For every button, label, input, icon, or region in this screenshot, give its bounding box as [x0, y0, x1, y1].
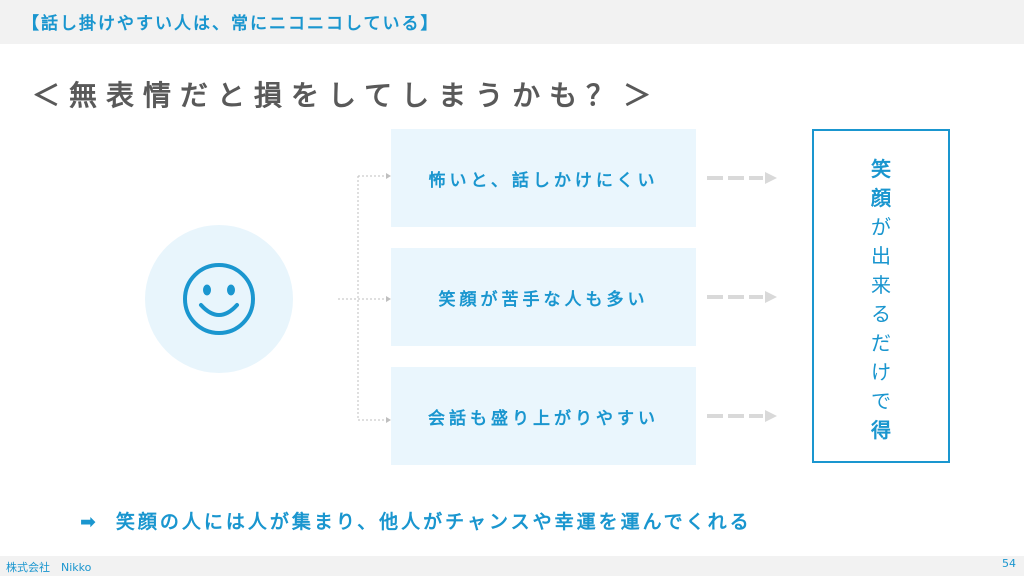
company-name: 株式会社 Nikko — [6, 561, 92, 574]
page-number: 54 — [1002, 557, 1016, 570]
dashed-arrow-icon — [707, 291, 777, 303]
reason-box-3: 会話も盛り上がりやすい — [391, 367, 696, 465]
reason-box-1: 怖いと、話しかけにくい — [391, 129, 696, 227]
smiley-face-icon — [183, 263, 255, 335]
result-vertical-text: 笑顔が出来るだけで得 — [814, 155, 948, 445]
conclusion-text: 笑顔の人には人が集まり、他人がチャンスや幸運を運んでくれる — [115, 511, 752, 533]
result-char: 得 — [871, 418, 891, 442]
conclusion: ➡ 笑顔の人には人が集まり、他人がチャンスや幸運を運んでくれる — [80, 507, 752, 534]
reason-box-2: 笑顔が苦手な人も多い — [391, 248, 696, 346]
slide-title: 【話し掛けやすい人は、常にニコニコしている】 — [22, 14, 440, 34]
dashed-arrow-icon — [707, 172, 777, 184]
result-char: だ — [871, 331, 891, 355]
result-char: 出 — [871, 244, 891, 268]
result-char: 顔 — [871, 186, 891, 210]
result-char: け — [871, 360, 891, 384]
result-char: で — [871, 389, 891, 413]
result-char: 笑 — [871, 157, 891, 181]
result-char: る — [871, 302, 891, 326]
headline: ＜無表情だと損をしてしまうかも？＞ — [32, 79, 661, 112]
result-char: 来 — [871, 273, 891, 297]
dashed-arrow-icon — [707, 410, 777, 422]
right-arrow-icon: ➡ — [80, 511, 96, 533]
result-char: が — [871, 215, 891, 239]
result-box: 笑顔が出来るだけで得 — [812, 129, 950, 463]
header-bar — [0, 0, 1024, 44]
smiley-face-badge — [145, 225, 293, 373]
footer-bar — [0, 556, 1024, 576]
